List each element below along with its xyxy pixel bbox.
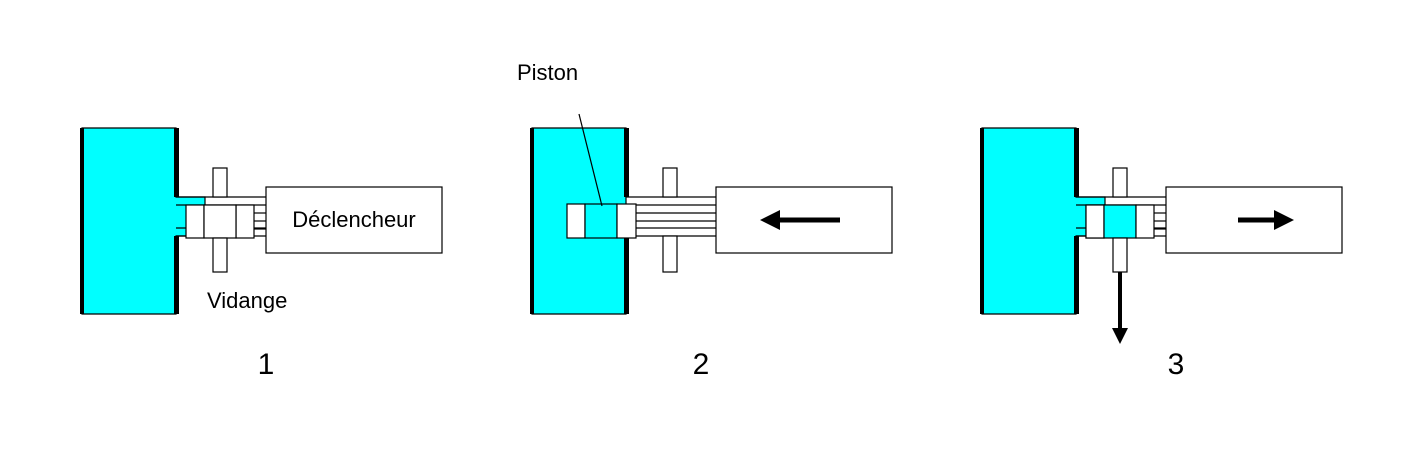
reservoir-left-wall-2 — [530, 128, 534, 314]
reservoir-left-wall-1 — [80, 128, 84, 314]
drain-pipe-top-1 — [212, 167, 228, 198]
drain-pipe-top-3 — [1112, 167, 1128, 198]
drain-pipe-top-2 — [662, 167, 678, 198]
reservoir-left-wall-3 — [980, 128, 984, 314]
stage-3: 3 — [980, 127, 1343, 381]
drain-label: Vidange — [207, 288, 287, 313]
stage-2: Piston 2 — [517, 60, 893, 381]
piston-2 — [566, 203, 637, 239]
reservoir-right-wall-bottom-3 — [1074, 236, 1079, 314]
valve-housing-2 — [626, 196, 716, 237]
step-number-2: 2 — [693, 348, 710, 381]
step-number-1: 1 — [258, 348, 275, 381]
piston-3 — [1085, 204, 1166, 239]
reservoir-right-wall-top-3 — [1074, 128, 1079, 197]
drain-pipe-bottom-2 — [662, 235, 678, 273]
reservoir-right-wall-top-1 — [174, 128, 179, 197]
reservoir-right-wall-bottom-1 — [174, 236, 179, 314]
piston-fluid-2 — [584, 203, 618, 239]
step-number-3: 3 — [1168, 348, 1185, 381]
reservoir-right-wall-top-2 — [624, 128, 629, 197]
drain-pipe-bottom-1 — [212, 237, 228, 273]
reservoir-right-wall-bottom-2 — [624, 236, 629, 314]
piston-fluid-3 — [1103, 204, 1137, 239]
trigger-box-1 — [265, 186, 443, 254]
piston-label: Piston — [517, 60, 578, 85]
drain-pipe-bottom-3 — [1112, 237, 1128, 273]
piston-leader-line — [578, 113, 603, 207]
trigger-label: Déclencheur — [292, 207, 416, 232]
stage-1: Déclencheur Vidange 1 — [80, 127, 443, 381]
piston-1 — [185, 204, 266, 239]
